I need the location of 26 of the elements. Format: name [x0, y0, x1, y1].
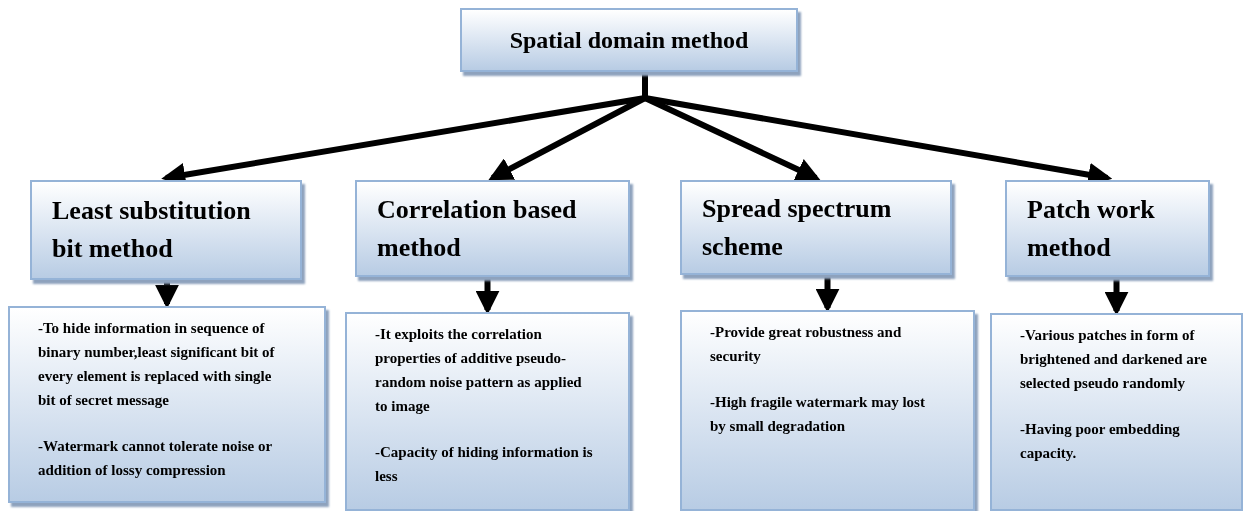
- method-title: Spread spectrum scheme: [702, 192, 893, 263]
- node-title: Spatial domain method: [509, 26, 749, 55]
- arrow: [1104, 277, 1129, 316]
- method-box: [460, 8, 798, 72]
- description-text: -Having poor embedding capacity.: [1020, 420, 1181, 463]
- method-box: [355, 180, 630, 277]
- method-box: [30, 180, 302, 280]
- description-box: [345, 312, 630, 511]
- description-text: -It exploits the correlation properties of additive pseudo-random noise pattern as applied to image: [375, 325, 583, 416]
- description-text: -Various patches in form of brightened and darkened are selected pseudo randomly: [1020, 326, 1208, 393]
- method-title: Patch work method: [1027, 193, 1156, 264]
- method-title: Correlation based method: [377, 193, 578, 264]
- description-box: [8, 306, 326, 503]
- description-text: -To hide information in sequence of binary number,least significant bit of every element is replaced with single bit of secret message: [38, 319, 276, 410]
- description-box: [680, 310, 975, 511]
- arrow: [155, 280, 179, 309]
- description-text: -Watermark cannot tolerate noise or addition of lossy compression: [38, 437, 273, 480]
- description-text: -Capacity of hiding information is less: [375, 443, 594, 486]
- arrow: [475, 277, 500, 315]
- description-box: [990, 313, 1243, 511]
- method-title: Least substitution bit method: [52, 195, 252, 265]
- arrow: [815, 275, 840, 313]
- description-text: -Provide great robustness and security: [710, 323, 903, 366]
- method-box: [680, 180, 952, 275]
- description-text: -High fragile watermark may lost by small degradation: [710, 393, 926, 436]
- method-box: [1005, 180, 1210, 277]
